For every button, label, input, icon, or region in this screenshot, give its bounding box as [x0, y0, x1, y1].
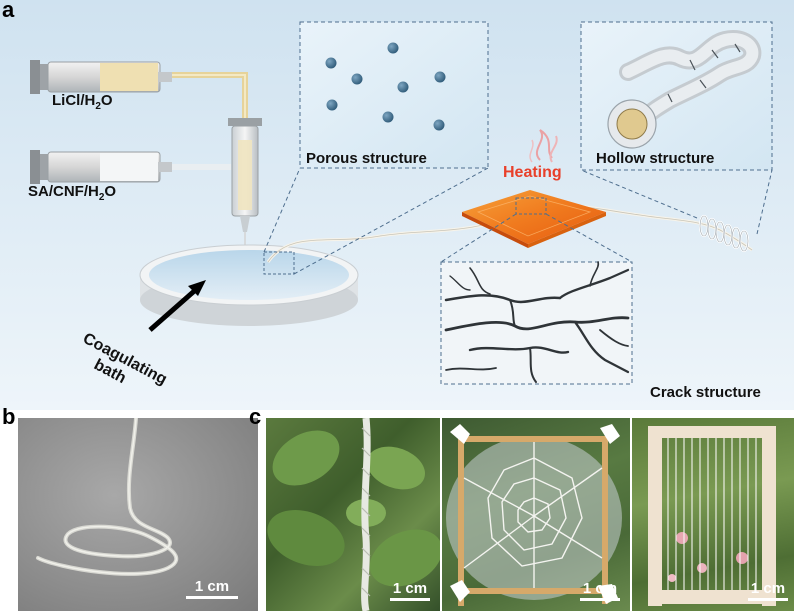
licl-syringe	[30, 60, 248, 135]
sa-cnf-label-tail: O	[104, 183, 117, 200]
heater-plate	[462, 190, 606, 248]
panel-c-scalebar-1: 1 cm	[390, 580, 430, 601]
dish-sample-box	[263, 251, 295, 275]
panel-c-scalebar-2: 1 cm	[580, 580, 620, 601]
panel-c-photo-leaves: 1 cm	[266, 418, 440, 611]
coagulating-bath-arrow	[148, 280, 206, 332]
panel-c-scalebar-3: 1 cm	[748, 580, 788, 601]
panel-c-scalebar-1-line	[390, 598, 430, 601]
licl-label-tail: O	[100, 92, 113, 109]
panel-b-scalebar-label: 1 cm	[194, 578, 230, 595]
panel-c-photo-loom: 1 cm	[632, 418, 794, 611]
sa-cnf-label-sub: 2	[98, 192, 105, 203]
panel-b-photo: 1 cm	[18, 418, 258, 611]
panel-c-scalebar-2-line	[580, 598, 620, 601]
sa-cnf-label-text: SA/CNF/H	[28, 183, 99, 200]
hollow-fiber-illustration	[607, 30, 762, 149]
sa-cnf-syringe	[30, 150, 231, 184]
licl-label-sub: 2	[95, 101, 101, 112]
porous-structure-label: Porous structure	[306, 150, 427, 167]
panel-b-letter: b	[2, 404, 16, 429]
panel-c-scalebar-2-label: 1 cm	[582, 580, 618, 597]
panel-a: a LiCl/H2O SA/CNF/H2O Coagulating bath P…	[0, 0, 794, 410]
heat-flame-icon	[529, 129, 558, 163]
sa-cnf-label: SA/CNF/H2O	[28, 183, 116, 203]
heater-sample-box	[515, 197, 547, 215]
panel-b-scalebar-line	[186, 596, 238, 599]
crack-lines	[444, 261, 630, 383]
panel-c-photo-web: 1 cm	[442, 418, 630, 611]
panel-b-scalebar: 1 cm	[186, 578, 238, 599]
pore-dots	[325, 42, 446, 131]
coaxial-syringe	[228, 118, 262, 268]
panel-c-scalebar-1-label: 1 cm	[392, 580, 428, 597]
panel-c-letter: c	[249, 404, 262, 429]
licl-label-text: LiCl/H	[52, 92, 96, 109]
heating-label: Heating	[503, 164, 562, 181]
panel-a-letter: a	[2, 0, 15, 22]
crack-structure-label: Crack structure	[650, 384, 761, 401]
panel-a-illustration	[0, 0, 794, 410]
panel-c-scalebar-3-line	[748, 598, 788, 601]
panel-c-scalebar-3-label: 1 cm	[750, 580, 786, 597]
hollow-structure-label: Hollow structure	[596, 150, 715, 167]
licl-label: LiCl/H2O	[52, 92, 113, 112]
fiber-loop-photo	[36, 418, 179, 576]
